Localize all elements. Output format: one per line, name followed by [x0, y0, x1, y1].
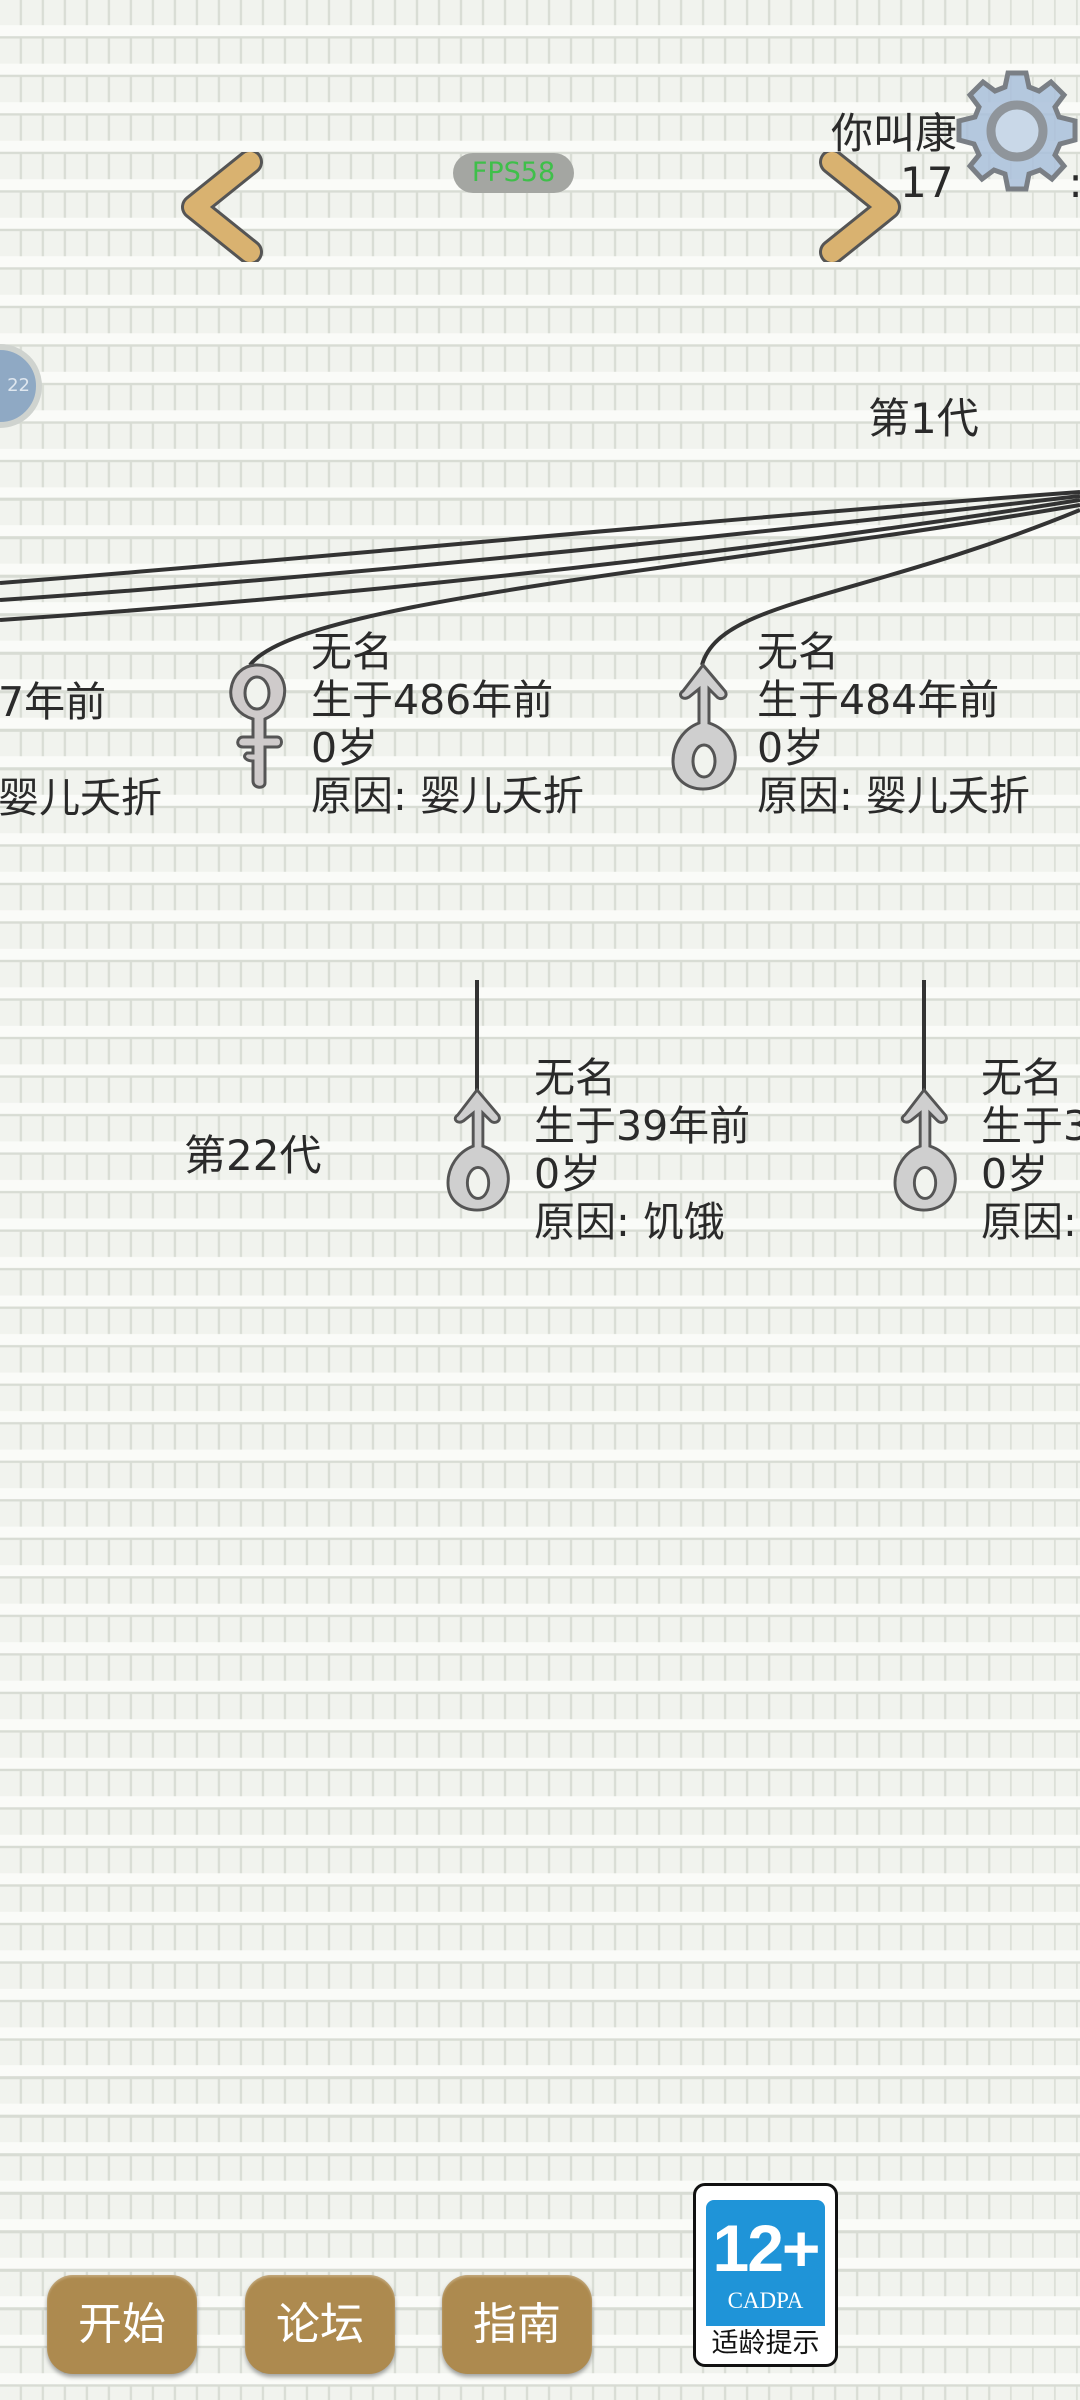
next-arrow-icon[interactable] — [810, 152, 910, 262]
previous-arrow-icon[interactable] — [172, 152, 272, 262]
settings-gear-icon[interactable] — [952, 66, 1080, 196]
person-name: 无名 — [757, 628, 839, 676]
player-title: 你叫康清 — [831, 109, 958, 158]
person-age: 0岁 — [981, 1150, 1049, 1198]
person-name: 无名 — [981, 1054, 1063, 1102]
age-rating-badge[interactable]: 12+ CADPA 适龄提示 — [693, 2183, 838, 2367]
person-born: 生于486年前 — [311, 676, 554, 724]
person-cause: 原因: 婴儿夭折 — [757, 772, 1030, 820]
person-cause: 原因: 饥饿 — [534, 1198, 725, 1246]
age-rating-value: 12+ — [712, 2211, 821, 2285]
age-rating-tip: 适龄提示 — [711, 2328, 820, 2359]
person-born: 生于39年前 — [534, 1102, 751, 1150]
male-icon[interactable] — [888, 1086, 964, 1212]
person-card[interactable]: 无名 生于39年前 0岁 原因: 饥饿 — [534, 1054, 750, 1246]
person-age: 0岁 — [534, 1150, 602, 1198]
person-card[interactable]: 无名 生于486年前 0岁 原因: 婴儿夭折 — [311, 628, 584, 820]
female-icon[interactable] — [219, 661, 295, 791]
person-age: 0岁 — [311, 724, 379, 772]
tree-line — [0, 494, 1080, 602]
person-born: 7年前 — [0, 678, 107, 726]
forum-button[interactable]: 论坛 — [245, 2275, 395, 2374]
family-tree-lines — [0, 490, 1080, 1092]
tree-line — [0, 498, 1080, 622]
person-born: 生于3 — [981, 1102, 1080, 1150]
person-cause: 婴儿夭折 — [0, 774, 162, 822]
fps-counter: FPS58 — [453, 153, 574, 193]
start-button[interactable]: 开始 — [47, 2275, 197, 2374]
generation-label: 第22代 — [184, 1131, 322, 1180]
tree-line — [0, 490, 1080, 585]
tree-line — [700, 508, 1080, 666]
person-name: 无名 — [534, 1054, 616, 1102]
age-rating-panel: 12+ CADPA — [706, 2200, 825, 2326]
person-age: 0岁 — [757, 724, 825, 772]
guide-button[interactable]: 指南 — [442, 2275, 592, 2374]
male-icon[interactable] — [667, 661, 743, 791]
age-rating-org: CADPA — [727, 2288, 804, 2313]
person-card-partial[interactable]: 7年前 婴儿夭折 — [0, 678, 162, 822]
game-time: 17:2 — [900, 158, 1080, 207]
tree-line — [248, 503, 1080, 667]
person-cause: 原因: — [981, 1198, 1077, 1246]
person-born: 生于484年前 — [757, 676, 1000, 724]
person-card[interactable]: 无名 生于3 0岁 原因: — [981, 1054, 1080, 1246]
person-card[interactable]: 无名 生于484年前 0岁 原因: 婴儿夭折 — [757, 628, 1030, 820]
male-icon[interactable] — [441, 1086, 517, 1212]
person-cause: 原因: 婴儿夭折 — [311, 772, 584, 820]
person-name: 无名 — [311, 628, 393, 676]
generation-label: 第1代 — [868, 394, 979, 443]
